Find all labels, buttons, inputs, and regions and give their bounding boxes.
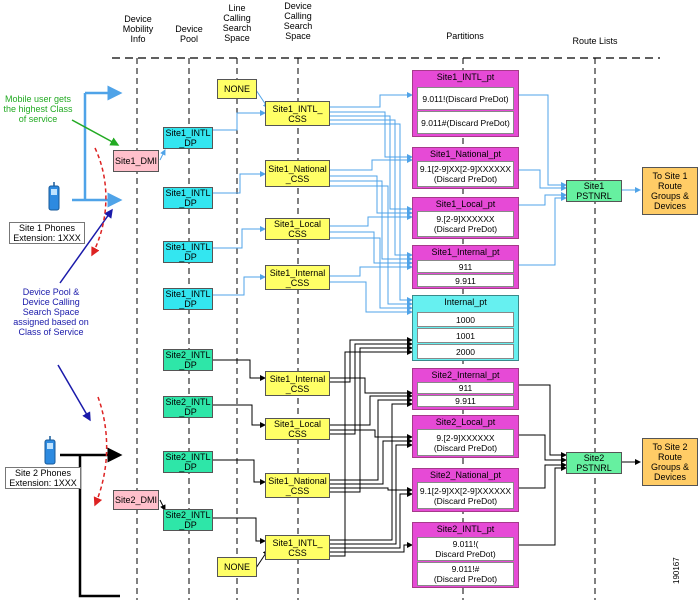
partition-pattern: 9.011#(Discard PreDot) (417, 111, 514, 134)
partition-title: Site1_Local_pt (435, 199, 496, 209)
partition-pattern: 911 (417, 382, 514, 394)
dmi-link-2 (159, 499, 166, 511)
partition-title: Site1_National_pt (429, 149, 502, 159)
line-css-none-2: NONE (217, 557, 257, 577)
css-site2-national: Site1_National _CSS (265, 473, 330, 498)
partition-pattern: 9.[2-9]XXXXXX (Discard PreDot) (417, 211, 514, 237)
header-device-pool: Device Pool (175, 24, 203, 44)
mobility-curve-2 (93, 396, 108, 507)
partition-pattern: 911 (417, 260, 514, 273)
partition-title: Site2_Internal_pt (431, 370, 500, 380)
site1-phone-icon (48, 182, 60, 211)
device-pool-5: Site2_INTL _DP (163, 349, 213, 371)
partition-site2-internal: Site2_Internal_pt 911 9.911 (412, 368, 519, 410)
device-pool-1: Site1_INTL _DP (163, 127, 213, 149)
partition-pattern: 1000 (417, 312, 514, 327)
header-partitions: Partitions (446, 31, 484, 41)
figure-id: 190167 (672, 557, 681, 584)
css-site2-internal: Site1_Internal _CSS (265, 371, 330, 396)
partition-pattern: 1001 (417, 328, 514, 343)
site1-destination: To Site 1 Route Groups & Devices (642, 167, 698, 215)
device-pool-8: Site2_INTL _DP (163, 509, 213, 531)
partition-internal: Internal_pt 1000 1001 2000 (412, 295, 519, 361)
route-list-site2: Site2 PSTNRL (566, 452, 622, 474)
partition-pattern: 9.911 (417, 274, 514, 287)
css-site1-national: Site1_National _CSS (265, 160, 330, 187)
css-site1-intl: Site1_INTL_ CSS (265, 101, 330, 126)
partition-site2-intl: Site2_INTL_pt 9.011!( Discard PreDot) 9.… (412, 522, 519, 588)
device-pool-6: Site2_INTL _DP (163, 396, 213, 418)
device-pool-4: Site1_INTL _DP (163, 288, 213, 310)
dmi-link-1 (159, 149, 166, 161)
dp-css-links-site2 (213, 359, 269, 569)
site2-destination: To Site 2 Route Groups & Devices (642, 438, 698, 486)
site1-bracket (72, 85, 123, 208)
css-site2-intl: Site1_INTL_ CSS (265, 535, 330, 560)
partition-pattern: 9.011!(Discard PreDot) (417, 87, 514, 110)
css-partition-links-site2 (330, 337, 641, 557)
partition-title: Site1_INTL_pt (436, 72, 495, 82)
site2-phone-icon (44, 436, 56, 465)
partition-site2-local: Site2_Local_pt 9.[2-9]XXXXXX (Discard Pr… (412, 415, 519, 458)
css-site2-local: Site1_Local CSS (265, 418, 330, 440)
partition-site1-intl: Site1_INTL_pt 9.011!(Discard PreDot) 9.0… (412, 70, 519, 137)
note-arrow-up (59, 208, 113, 284)
route-list-site1: Site1 PSTNRL (566, 180, 622, 202)
partition-title: Site2_National_pt (429, 470, 502, 480)
partition-pattern: 9.1[2-9]XX[2-9]XXXXXX (Discard PreDot) (417, 161, 514, 187)
partition-pattern: 9.911 (417, 395, 514, 407)
css-site1-internal: Site1_Internal _CSS (265, 265, 330, 290)
partition-site1-local: Site1_Local_pt 9.[2-9]XXXXXX (Discard Pr… (412, 197, 519, 239)
partition-title: Internal_pt (444, 297, 487, 307)
partition-pattern: 9.[2-9]XXXXXX (Discard PreDot) (417, 429, 514, 456)
line-css-none-1: NONE (217, 79, 257, 99)
site2-dmi: Site2_DMI (113, 490, 159, 510)
site1-dmi: Site1_DMI (113, 150, 159, 172)
header-line-css: Line Calling Search Space (222, 3, 252, 43)
header-route-lists: Route Lists (572, 36, 618, 46)
site2-phones-label: Site 2 Phones Extension: 1XXX (5, 467, 81, 489)
partition-pattern: 9.011!( Discard PreDot) (417, 537, 514, 561)
device-pool-7: Site2_INTL _DP (163, 451, 213, 473)
site1-phones-label: Site 1 Phones Extension: 1XXX (9, 222, 85, 244)
device-pool-2: Site1_INTL _DP (163, 187, 213, 209)
css-partition-links-site1 (330, 92, 641, 315)
partition-title: Site2_Local_pt (435, 417, 496, 427)
partition-pattern: 9.1[2-9]XX[2-9]XXXXXX (Discard PreDot) (417, 482, 514, 509)
header-mobility: Device Mobility Info (122, 14, 154, 44)
partition-site1-national: Site1_National_pt 9.1[2-9]XX[2-9]XXXXXX … (412, 147, 519, 189)
partition-site2-national: Site2_National_pt 9.1[2-9]XX[2-9]XXXXXX … (412, 468, 519, 512)
mobile-user-note: Mobile user gets the highest Class of se… (3, 94, 73, 124)
partition-site1-internal: Site1_Internal_pt 911 9.911 (412, 245, 519, 289)
dp-css-links-site1 (213, 89, 269, 296)
partition-pattern: 9.011!# (Discard PreDot) (417, 562, 514, 586)
mobile-note-arrow (71, 119, 120, 146)
css-site1-local: Site1_Local CSS (265, 218, 330, 240)
partition-pattern: 2000 (417, 344, 514, 359)
partition-title: Site2_INTL_pt (436, 524, 495, 534)
mobility-curve-1 (91, 147, 107, 257)
site2-bracket (60, 447, 123, 598)
device-pool-note: Device Pool & Device Calling Search Spac… (13, 287, 89, 337)
partition-title: Site1_Internal_pt (431, 247, 500, 257)
header-device-css: Device Calling Search Space (283, 1, 313, 41)
device-pool-3: Site1_INTL _DP (163, 241, 213, 263)
note-arrow-down (57, 364, 91, 422)
